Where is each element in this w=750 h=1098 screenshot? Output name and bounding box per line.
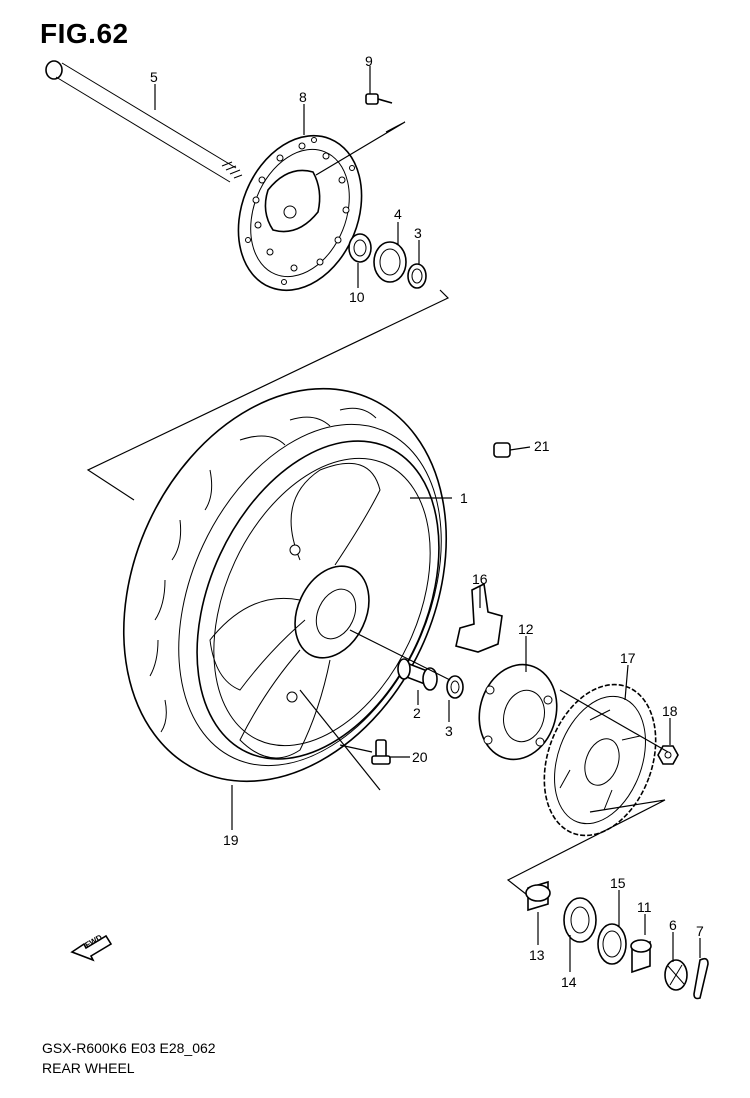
callout-21: 21 xyxy=(534,438,550,454)
callout-12: 12 xyxy=(518,621,534,637)
spacer-part-11 xyxy=(630,939,652,974)
callout-13: 13 xyxy=(529,947,545,963)
valve-part-20 xyxy=(371,739,391,765)
callout-3-top: 3 xyxy=(414,225,422,241)
callout-15: 15 xyxy=(610,875,626,891)
figure-name: REAR WHEEL xyxy=(42,1060,135,1076)
callout-4: 4 xyxy=(394,206,402,222)
callout-5: 8 xyxy=(299,89,307,105)
bolt-part-6 xyxy=(365,93,393,105)
callout-14: 14 xyxy=(561,974,577,990)
callout-11: 11 xyxy=(637,899,652,915)
callout-2: 2 xyxy=(413,705,421,721)
model-code: GSX-R600K6 E03 E28_062 xyxy=(42,1040,216,1056)
brake-disc-part-5 xyxy=(237,134,363,292)
sprocket-drum-part-12 xyxy=(478,663,558,761)
callout-3-bottom: 3 xyxy=(445,723,453,739)
spacer-part-2 xyxy=(397,658,438,691)
figure-title: FIG.62 xyxy=(40,18,129,49)
wheel-part-1 xyxy=(196,440,440,760)
callout-1: 1 xyxy=(460,490,468,506)
balance-weight-part-21 xyxy=(493,442,511,458)
bearing-part-14 xyxy=(563,897,597,943)
bearing-part-3 xyxy=(446,675,464,699)
castle-nut-part-8 xyxy=(664,959,688,991)
left-spacer-parts xyxy=(348,233,427,289)
callout-16: 16 xyxy=(472,571,488,587)
callout-10: 10 xyxy=(349,289,365,305)
callout-leaders xyxy=(154,66,701,972)
fwd-arrow-icon: FWD xyxy=(70,933,113,962)
callout-20: 20 xyxy=(412,749,428,765)
seal-part-15 xyxy=(597,923,627,965)
callout-8: 6 xyxy=(669,917,677,933)
bracket-part-16 xyxy=(455,582,503,653)
cotter-pin-part-9 xyxy=(693,957,709,1000)
callout-18: 18 xyxy=(662,703,678,719)
nut-part-18 xyxy=(657,745,679,765)
axle-part-7 xyxy=(45,60,243,183)
collar-part-13 xyxy=(525,880,551,912)
callout-19: 19 xyxy=(223,832,239,848)
callout-9: 7 xyxy=(696,923,704,939)
callout-labels: 5 8 9 4 3 10 1 21 16 12 17 18 2 3 20 19 … xyxy=(150,53,704,990)
callout-6: 9 xyxy=(365,53,373,69)
callout-7: 5 xyxy=(150,69,158,85)
callout-17: 17 xyxy=(620,650,636,666)
